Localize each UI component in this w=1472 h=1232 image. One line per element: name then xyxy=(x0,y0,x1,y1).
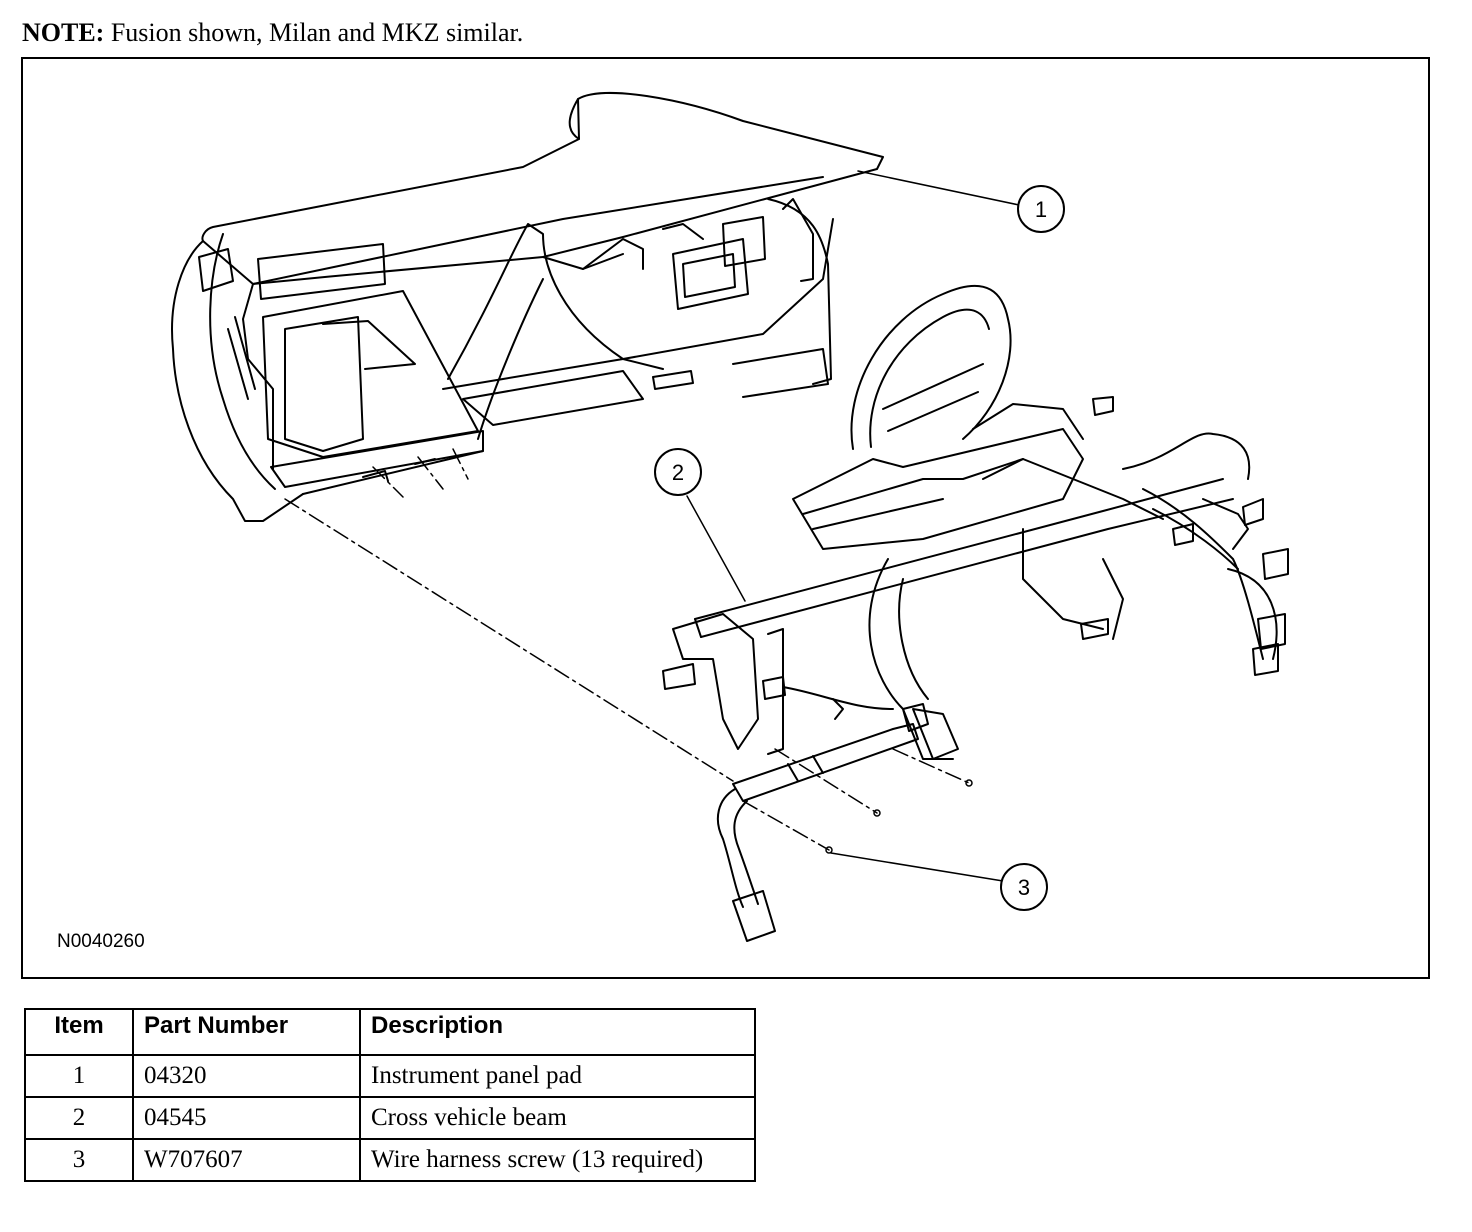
table-row: 1 04320 Instrument panel pad xyxy=(24,1054,756,1098)
part-description: Wire harness screw (13 required) xyxy=(359,1138,756,1182)
note-text: Fusion shown, Milan and MKZ similar. xyxy=(104,18,524,47)
part-number: W707607 xyxy=(132,1138,361,1182)
instrument-panel-pad-drawing xyxy=(171,91,884,522)
figure-note: NOTE: Fusion shown, Milan and MKZ simila… xyxy=(22,18,523,48)
parts-table: Item Part Number Description 1 04320 Ins… xyxy=(24,1008,756,1182)
note-label: NOTE: xyxy=(22,18,105,47)
part-number: 04545 xyxy=(132,1096,361,1140)
item-number: 1 xyxy=(24,1054,134,1098)
callout-2: 2 xyxy=(654,448,702,496)
illustration-drawing: 1 2 3 xyxy=(171,91,1289,942)
cross-vehicle-beam-drawing xyxy=(662,284,1289,760)
header-item: Item xyxy=(24,1008,134,1056)
item-number: 2 xyxy=(24,1096,134,1140)
screw-drawings xyxy=(825,779,973,854)
part-description: Instrument panel pad xyxy=(359,1054,756,1098)
item-number: 3 xyxy=(24,1138,134,1182)
alignment-lines xyxy=(284,448,970,851)
table-row: 3 W707607 Wire harness screw (13 require… xyxy=(24,1138,756,1182)
header-part-number: Part Number xyxy=(132,1008,361,1056)
callout-1: 1 xyxy=(1017,185,1065,233)
callout-3-number: 3 xyxy=(1018,875,1030,900)
exploded-view-illustration: 1 2 3 N0040260 xyxy=(21,57,1430,979)
callout-3: 3 xyxy=(1000,863,1048,911)
callout-leader-lines xyxy=(686,170,1020,882)
callout-1-number: 1 xyxy=(1035,197,1047,222)
wire-harness-drawing xyxy=(716,723,919,942)
table-row: 2 04545 Cross vehicle beam xyxy=(24,1096,756,1140)
parts-table-header: Item Part Number Description xyxy=(24,1008,756,1056)
header-description: Description xyxy=(359,1008,756,1056)
callout-2-number: 2 xyxy=(672,460,684,485)
part-number: 04320 xyxy=(132,1054,361,1098)
figure-id: N0040260 xyxy=(57,931,145,952)
part-description: Cross vehicle beam xyxy=(359,1096,756,1140)
